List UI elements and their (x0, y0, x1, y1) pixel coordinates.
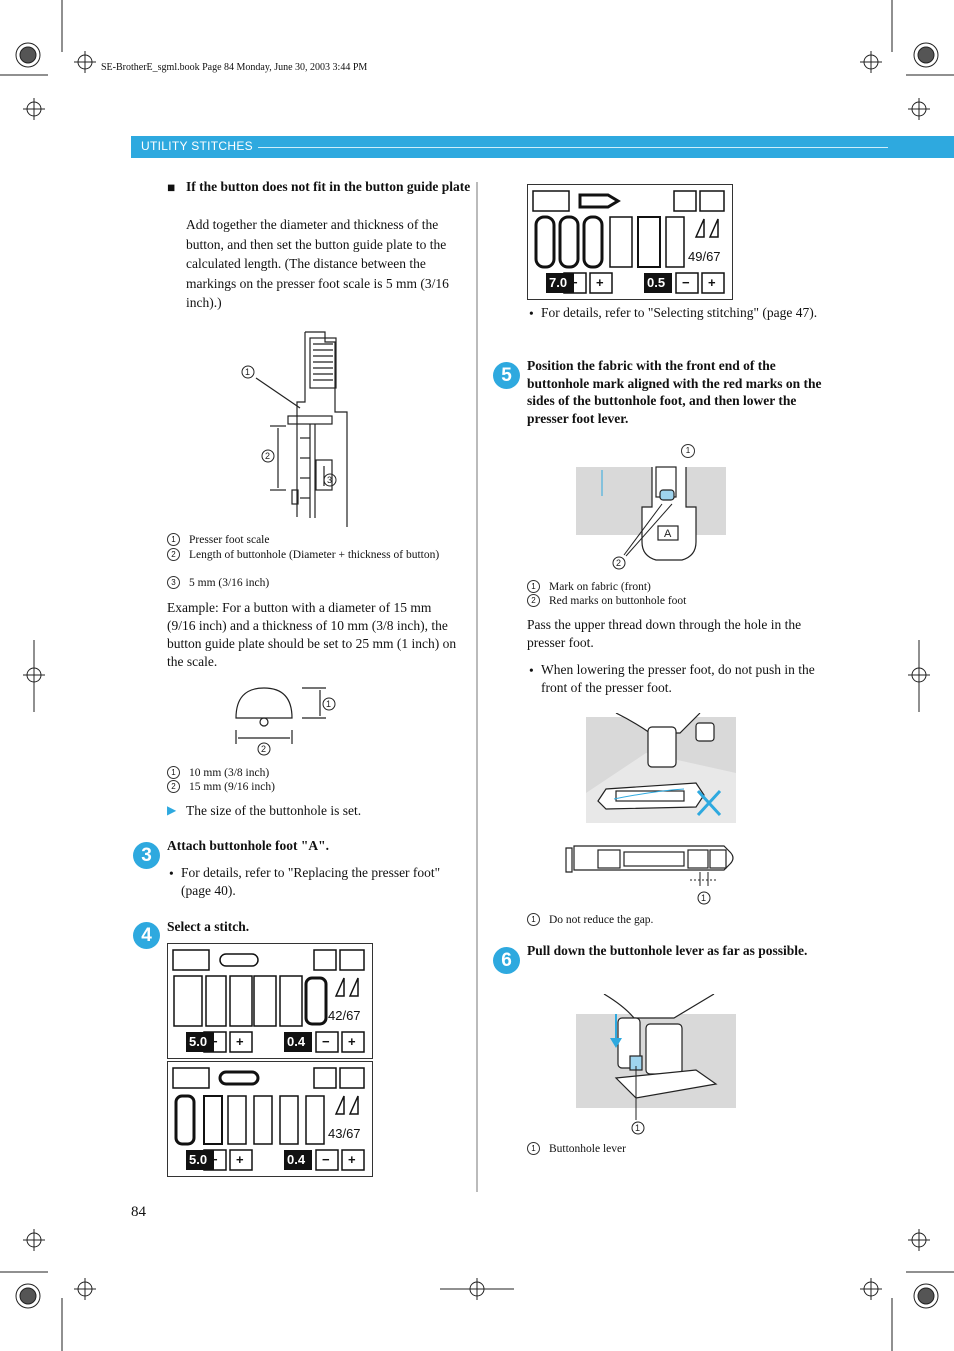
figure-callout: 2 (265, 451, 270, 461)
bullet-dot: • (529, 663, 534, 678)
bullet-dot: • (169, 866, 174, 881)
lcd-display-graphic (532, 190, 725, 294)
step-title: Select a stitch. (167, 919, 250, 934)
stitch-count: 49/67 (688, 249, 721, 264)
stitch-count: 42/67 (328, 1008, 361, 1023)
lcd-display-graphic (172, 1067, 365, 1171)
step-number-3: 3 (133, 842, 160, 869)
column-divider (476, 182, 478, 1192)
stitch-width-value: 5.0 (189, 1152, 208, 1167)
step-title: Attach buttonhole foot "A". (167, 838, 329, 853)
width-plus-button[interactable]: + (596, 275, 604, 290)
stitch-length-value: 0.5 (647, 275, 666, 290)
paragraph: Pass the upper thread down through the h… (527, 617, 802, 650)
fabric-alignment-figure: A 1 2 (576, 466, 726, 570)
width-minus-button[interactable]: − (210, 1152, 218, 1167)
step-title: Position the fabric with the front end o… (527, 358, 822, 426)
lcd-screen: 43/67 5.0 − + 0.4 − + (167, 1061, 373, 1177)
step-number-5: 5 (493, 362, 520, 389)
step-title: Pull down the buttonhole lever as far as… (527, 943, 808, 958)
figure-callout: 1 (326, 699, 331, 709)
width-minus-button[interactable]: − (570, 275, 578, 290)
bullet-text: For details, refer to "Selecting stitchi… (541, 305, 818, 320)
stitch-count: 43/67 (328, 1126, 361, 1141)
subhead: If the button does not fit in the button… (186, 179, 471, 194)
lcd-display-graphic (172, 949, 365, 1053)
page-number: 84 (131, 1204, 146, 1220)
bullet-text: For details, refer to "Replacing the pre… (181, 865, 441, 898)
length-plus-button[interactable]: + (348, 1152, 356, 1167)
lowering-presser-foot-figure (586, 713, 736, 823)
length-minus-button[interactable]: − (322, 1152, 330, 1167)
length-plus-button[interactable]: + (348, 1034, 356, 1049)
lcd-screen: 49/67 7.0 − + 0.5 − + (527, 184, 733, 300)
width-minus-button[interactable]: − (210, 1034, 218, 1049)
lcd-screen: 42/67 5.0 − + 0.4 − + (167, 943, 373, 1059)
buttonhole-lever-figure: 1 (576, 994, 736, 1135)
width-plus-button[interactable]: + (236, 1034, 244, 1049)
presser-foot-scale-figure: 1 2 3 (241, 331, 348, 527)
length-minus-button[interactable]: − (682, 275, 690, 290)
figure-callout: 3 (327, 475, 332, 485)
figure-callout: 2 (616, 558, 621, 568)
figure-callout: 2 (261, 744, 266, 754)
length-minus-button[interactable]: − (322, 1034, 330, 1049)
subhead-bullet: ■ (167, 180, 176, 195)
figure-callout: 1 (635, 1123, 640, 1133)
bullet-text: When lowering the presser foot, do not p… (541, 662, 815, 695)
foot-letter: A (664, 528, 672, 540)
figure-callout: 1 (245, 367, 250, 377)
button-dimension-figure: 1 2 (235, 687, 336, 756)
paragraph: Add together the diameter and thickness … (186, 217, 449, 310)
result-text: The size of the buttonhole is set. (186, 803, 362, 818)
section-title: UTILITY STITCHES (141, 139, 253, 153)
result-arrow-icon: ▶ (167, 803, 177, 817)
stitch-length-value: 0.4 (287, 1034, 306, 1049)
step-number-6: 6 (493, 947, 520, 974)
file-info: SE-BrotherE_sgml.book Page 84 Monday, Ju… (101, 62, 368, 73)
stitch-width-value: 7.0 (549, 275, 568, 290)
length-plus-button[interactable]: + (708, 275, 716, 290)
buttonhole-foot-gap-figure: 1 (565, 845, 734, 905)
figure-callout: 1 (701, 893, 706, 903)
width-plus-button[interactable]: + (236, 1152, 244, 1167)
figure-callout-top: 1 (681, 444, 695, 458)
stitch-length-value: 0.4 (287, 1152, 306, 1167)
bullet-dot: • (529, 306, 534, 321)
example-paragraph: Example: For a button with a diameter of… (167, 600, 457, 669)
step-number-4: 4 (133, 922, 160, 949)
stitch-width-value: 5.0 (189, 1034, 208, 1049)
header-rule (258, 147, 888, 148)
